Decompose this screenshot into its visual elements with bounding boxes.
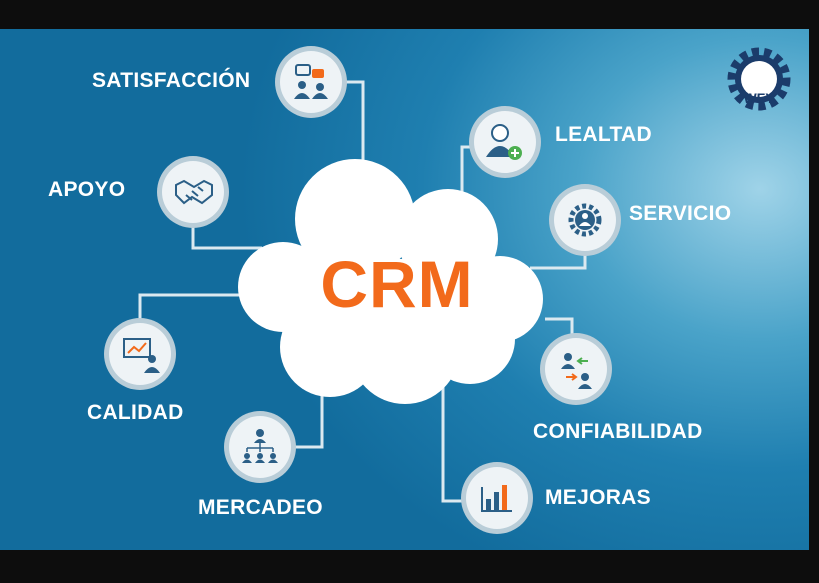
crm-title: CRM bbox=[320, 247, 474, 321]
connector-apoyo bbox=[191, 224, 262, 250]
node-calidad bbox=[104, 318, 176, 390]
exchange-users-icon bbox=[561, 353, 592, 389]
bar-chart-icon bbox=[481, 485, 512, 512]
chat-users-icon bbox=[294, 64, 328, 99]
label-servicio: SERVICIO bbox=[629, 202, 732, 225]
label-calidad: CALIDAD bbox=[87, 401, 184, 424]
presentation-chart-icon bbox=[123, 338, 160, 373]
label-apoyo: APOYO bbox=[48, 178, 126, 201]
node-lealtad bbox=[469, 106, 541, 178]
label-mercadeo: MERCADEO bbox=[198, 496, 323, 519]
node-satisfaccion bbox=[275, 46, 347, 118]
diagram-panel: WFY CRM SATISFACCIÓN APOYO CALIDAD MERCA… bbox=[0, 29, 809, 550]
connector-mejoras bbox=[441, 379, 466, 503]
label-satisfaccion: SATISFACCIÓN bbox=[92, 69, 251, 92]
org-chart-icon bbox=[242, 429, 278, 463]
node-confiabilidad bbox=[540, 333, 612, 405]
user-add-icon bbox=[486, 124, 522, 160]
handshake-icon bbox=[175, 179, 213, 205]
label-confiabilidad: CONFIABILIDAD bbox=[533, 420, 703, 443]
label-lealtad: LEALTAD bbox=[555, 123, 652, 146]
wfy-logo bbox=[727, 47, 791, 111]
logo-text: WFY bbox=[743, 90, 775, 106]
node-circles bbox=[104, 46, 621, 534]
gear-user-icon bbox=[568, 203, 602, 237]
crm-diagram bbox=[104, 46, 791, 534]
cloud bbox=[238, 159, 543, 404]
label-mejoras: MEJORAS bbox=[545, 486, 651, 509]
